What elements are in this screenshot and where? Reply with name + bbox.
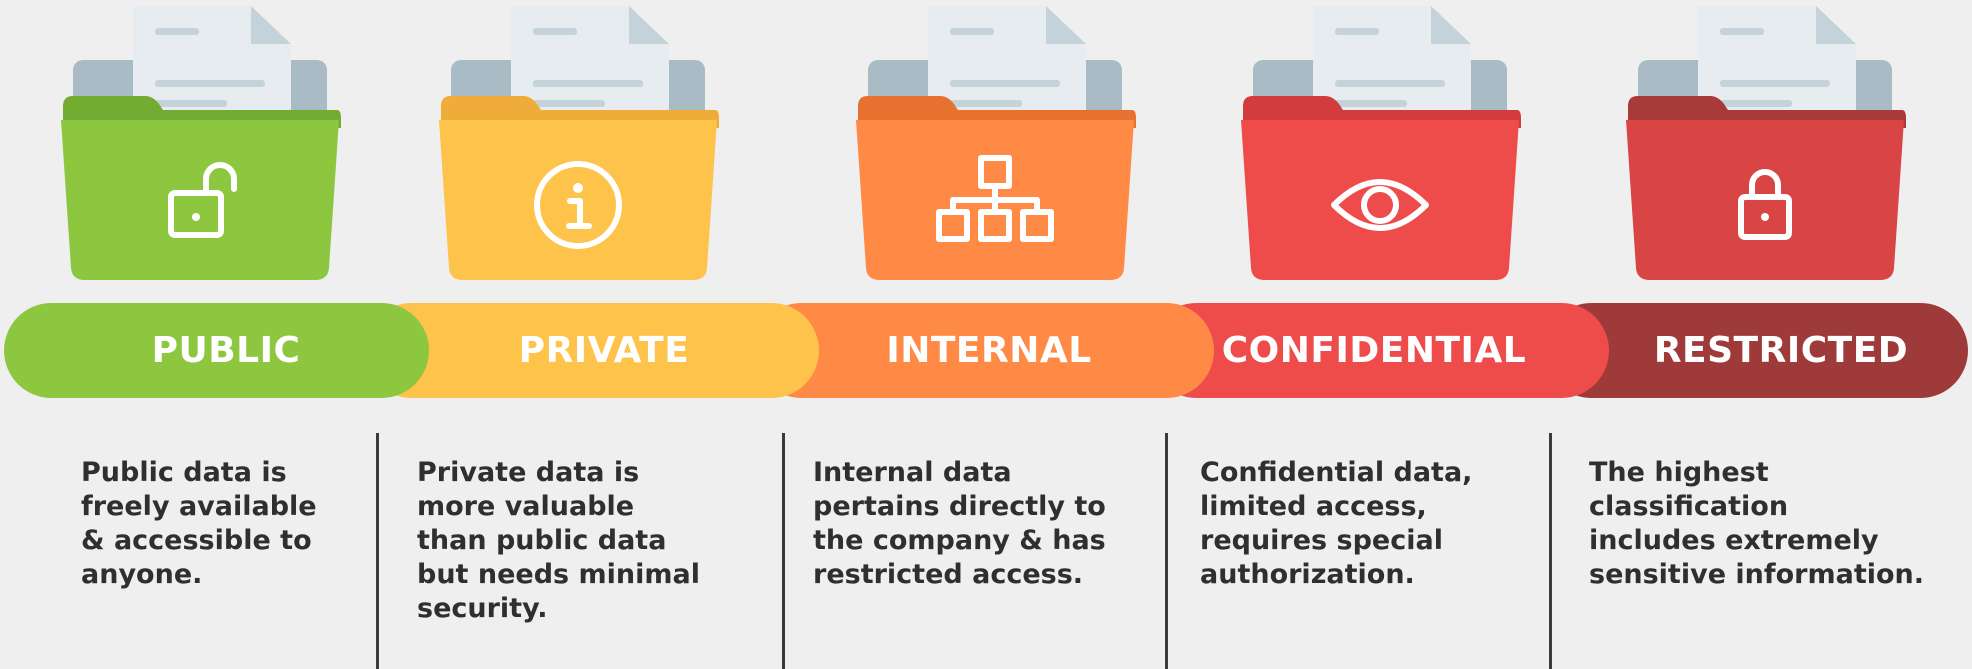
description-line: sensitive information.	[1589, 559, 1925, 590]
description-line: authorization.	[1200, 559, 1415, 590]
description-line: includes extremely	[1589, 525, 1879, 556]
description-line: the company & has	[813, 525, 1106, 556]
classification-band: RESTRICTED CONFIDENTIAL INTERNAL PRIVATE PUB…	[4, 303, 1968, 398]
description-line: anyone.	[81, 559, 203, 590]
folder-icons-row	[0, 0, 1972, 290]
classification-label-public: PUBLIC	[151, 330, 301, 371]
column-divider	[1549, 433, 1552, 669]
description-line: Public data is	[81, 457, 287, 488]
band-segment-internal: INTERNAL	[754, 303, 1214, 398]
folder-private	[433, 0, 723, 285]
description-confidential: Confidential data,limited access,require…	[1200, 456, 1530, 592]
description-line: The highest	[1589, 457, 1769, 488]
column-divider	[376, 433, 379, 669]
description-line: than public data	[417, 525, 667, 556]
band-segment-confidential: CONFIDENTIAL	[1149, 303, 1609, 398]
folder-confidential	[1235, 0, 1525, 285]
description-line: & accessible to	[81, 525, 312, 556]
locked-padlock-icon	[1738, 169, 1792, 240]
description-line: restricted access.	[813, 559, 1084, 590]
column-divider	[1165, 433, 1168, 669]
description-line: pertains directly to	[813, 491, 1106, 522]
folder-public	[55, 0, 345, 285]
info-icon	[534, 161, 622, 249]
description-line: requires special	[1200, 525, 1443, 556]
description-line: freely available	[81, 491, 317, 522]
description-line: classification	[1589, 491, 1789, 522]
description-line: Internal data	[813, 457, 1012, 488]
description-line: Confidential data,	[1200, 457, 1473, 488]
band-segment-public: PUBLIC	[4, 303, 429, 398]
band-segment-restricted: RESTRICTED	[1544, 303, 1968, 398]
description-line: security.	[417, 593, 548, 624]
classification-label-internal: INTERNAL	[886, 330, 1092, 371]
description-line: Private data is	[417, 457, 640, 488]
org-chart-icon	[936, 155, 1054, 242]
column-divider	[782, 433, 785, 669]
classification-label-private: PRIVATE	[518, 330, 690, 371]
description-line: limited access,	[1200, 491, 1427, 522]
folder-internal	[850, 0, 1140, 285]
classification-label-restricted: RESTRICTED	[1653, 330, 1909, 371]
classification-label-confidential: CONFIDENTIAL	[1221, 330, 1527, 371]
folder-restricted	[1620, 0, 1910, 285]
band-segment-private: PRIVATE	[364, 303, 819, 398]
description-line: more valuable	[417, 491, 635, 522]
eye-icon	[1331, 179, 1429, 231]
description-line: but needs minimal	[417, 559, 700, 590]
unlocked-padlock-icon	[168, 162, 237, 238]
